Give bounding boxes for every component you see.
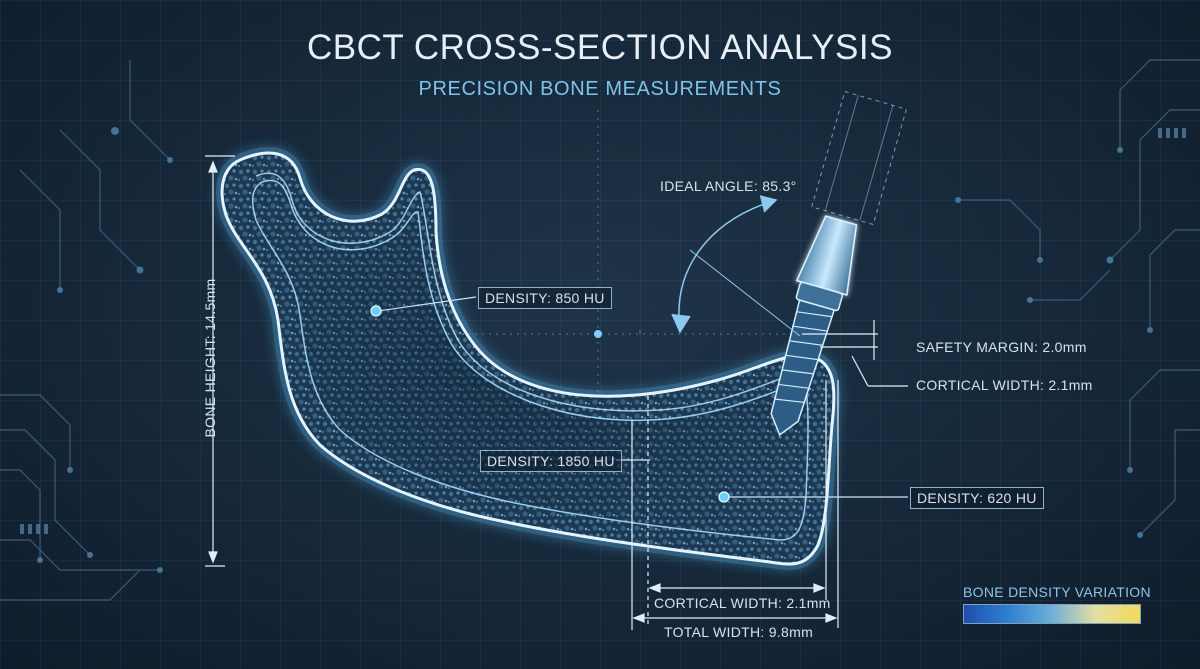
- bone-height-dimension: [205, 155, 235, 567]
- barcode-marks: [20, 128, 1186, 534]
- cortical-width-bottom-label: CORTICAL WIDTH: 2.1mm: [654, 595, 831, 611]
- bone-height-label: BONE HEIGHT: 14.5mm: [202, 278, 218, 438]
- bone-density-legend-bar: [963, 604, 1141, 624]
- safety-margin-label: SAFETY MARGIN: 2.0mm: [916, 339, 1087, 355]
- circuit-decoration-right: [960, 59, 1200, 536]
- mandible-cross-section: [216, 147, 840, 571]
- circuit-nodes-left: [37, 127, 173, 573]
- crosshair-guides: [300, 110, 880, 420]
- density-right-label: DENSITY: 620 HU: [910, 487, 1044, 509]
- density-upper-label: DENSITY: 850 HU: [478, 287, 612, 309]
- page-subtitle: PRECISION BONE MEASUREMENTS: [418, 78, 782, 100]
- cortical-inner-line: [255, 172, 809, 412]
- circuit-decoration-left: [0, 60, 171, 601]
- implant-threads: [774, 311, 833, 404]
- ideal-angle-label: IDEAL ANGLE: 85.3°: [660, 178, 797, 194]
- density-middle-label: DENSITY: 1850 HU: [480, 450, 622, 472]
- bone-inner-shade: [251, 179, 809, 541]
- page-title: CBCT CROSS-SECTION ANALYSIS: [307, 28, 893, 67]
- safety-margin-dimension: [802, 320, 908, 387]
- total-width-label: TOTAL WIDTH: 9.8mm: [664, 624, 814, 640]
- legend-title: BONE DENSITY VARIATION: [963, 584, 1151, 600]
- density-leaders: [370, 296, 908, 503]
- crosshair-center-marker: [594, 330, 602, 338]
- width-dimensions: [631, 380, 839, 630]
- circuit-nodes-right: [955, 147, 1153, 538]
- implant-guide-sleeve: [811, 90, 907, 226]
- ideal-angle-indicator: [671, 195, 801, 337]
- implant-abutment: [795, 215, 858, 296]
- cortical-width-right-label: CORTICAL WIDTH: 2.1mm: [916, 377, 1093, 393]
